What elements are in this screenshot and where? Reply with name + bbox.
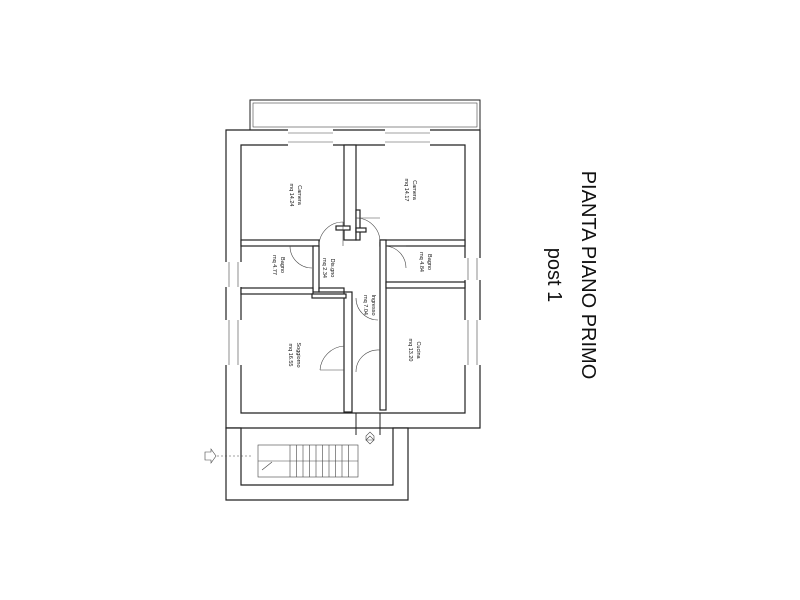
room-name: Ingresso bbox=[370, 294, 376, 315]
interior-walls bbox=[240, 144, 466, 413]
title-line-1: PIANTA PIANO PRIMO bbox=[577, 171, 599, 380]
room-soggiorno: Soggiorno mq 16.55 bbox=[287, 342, 301, 367]
room-camera-right: Camera mq 14.17 bbox=[403, 179, 417, 202]
room-name: Dis.gno bbox=[329, 259, 335, 278]
room-disimpegno: Dis.gno mq 2.34 bbox=[321, 258, 335, 278]
room-area: mq 13.20 bbox=[407, 339, 413, 362]
entry-arrow-left-icon bbox=[204, 448, 252, 464]
room-area: mq 7.04 bbox=[362, 295, 368, 315]
room-name: Soggiorno bbox=[295, 342, 301, 367]
room-name: Bagno bbox=[279, 257, 285, 273]
room-area: mq 16.55 bbox=[287, 344, 293, 367]
room-area: mq 2.34 bbox=[321, 258, 327, 278]
door-swings bbox=[289, 217, 407, 373]
room-name: Camera bbox=[411, 180, 417, 201]
room-name: Camera bbox=[296, 185, 302, 206]
windows bbox=[225, 129, 481, 365]
room-camera-left: Camera mq 14.24 bbox=[288, 184, 302, 207]
room-cucina: Cucina mq 13.20 bbox=[407, 339, 421, 362]
entry-arrow-down-icon bbox=[365, 431, 375, 445]
room-name: Bagno bbox=[426, 254, 432, 270]
title-line-2: post 1 bbox=[543, 248, 565, 302]
room-bagno-right: Bagno mq 4.84 bbox=[418, 252, 432, 272]
stairwell bbox=[225, 413, 409, 501]
room-area: mq 14.24 bbox=[288, 184, 294, 207]
balcony bbox=[249, 99, 481, 131]
room-area: mq 4.77 bbox=[271, 255, 277, 275]
room-name: Cucina bbox=[415, 341, 421, 359]
room-ingresso: Ingresso mq 7.04 bbox=[362, 294, 376, 315]
plan-title: PIANTA PIANO PRIMO post 1 bbox=[543, 171, 599, 380]
room-area: mq 14.17 bbox=[403, 179, 409, 202]
room-area: mq 4.84 bbox=[418, 252, 424, 272]
room-bagno-left: Bagno mq 4.77 bbox=[271, 255, 285, 275]
